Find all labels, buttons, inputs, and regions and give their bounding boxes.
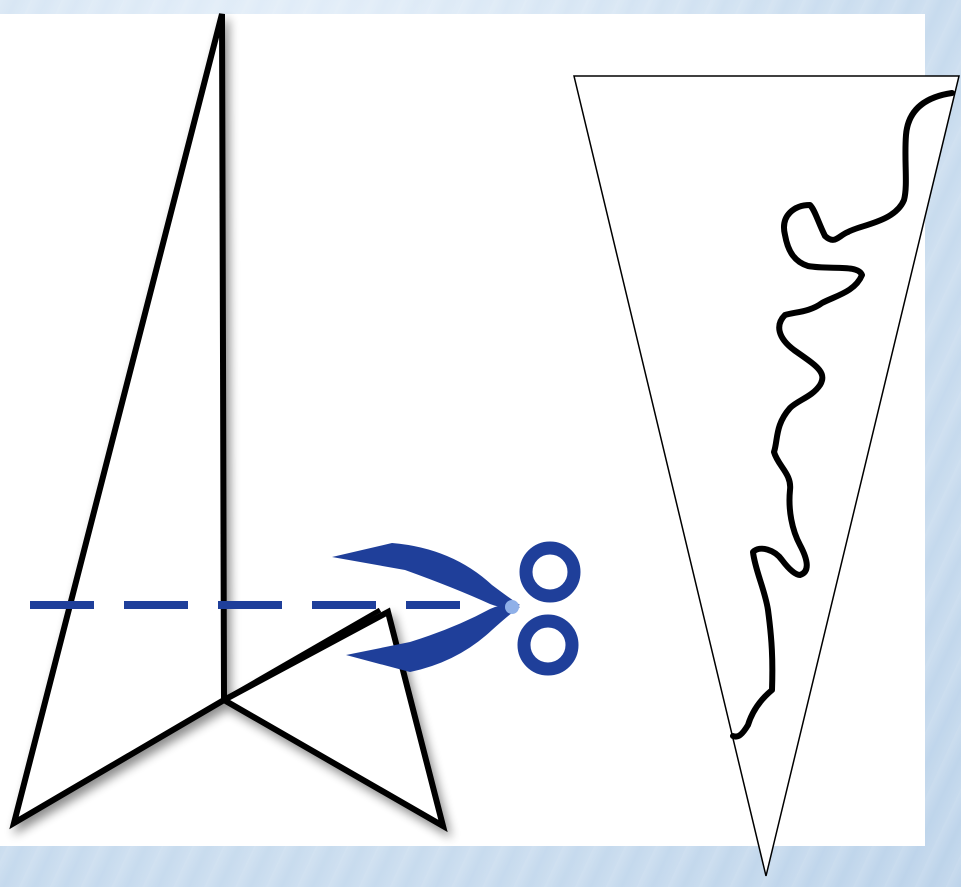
folded-paper-outline bbox=[14, 14, 443, 826]
scissors-pivot bbox=[505, 600, 519, 614]
scissors-upper-ring bbox=[526, 548, 574, 596]
scissors-lower-ring bbox=[524, 621, 572, 669]
scissors-upper-blade bbox=[332, 543, 520, 607]
folded-paper-shape bbox=[14, 14, 443, 826]
wedge-triangle-outline bbox=[574, 76, 959, 876]
